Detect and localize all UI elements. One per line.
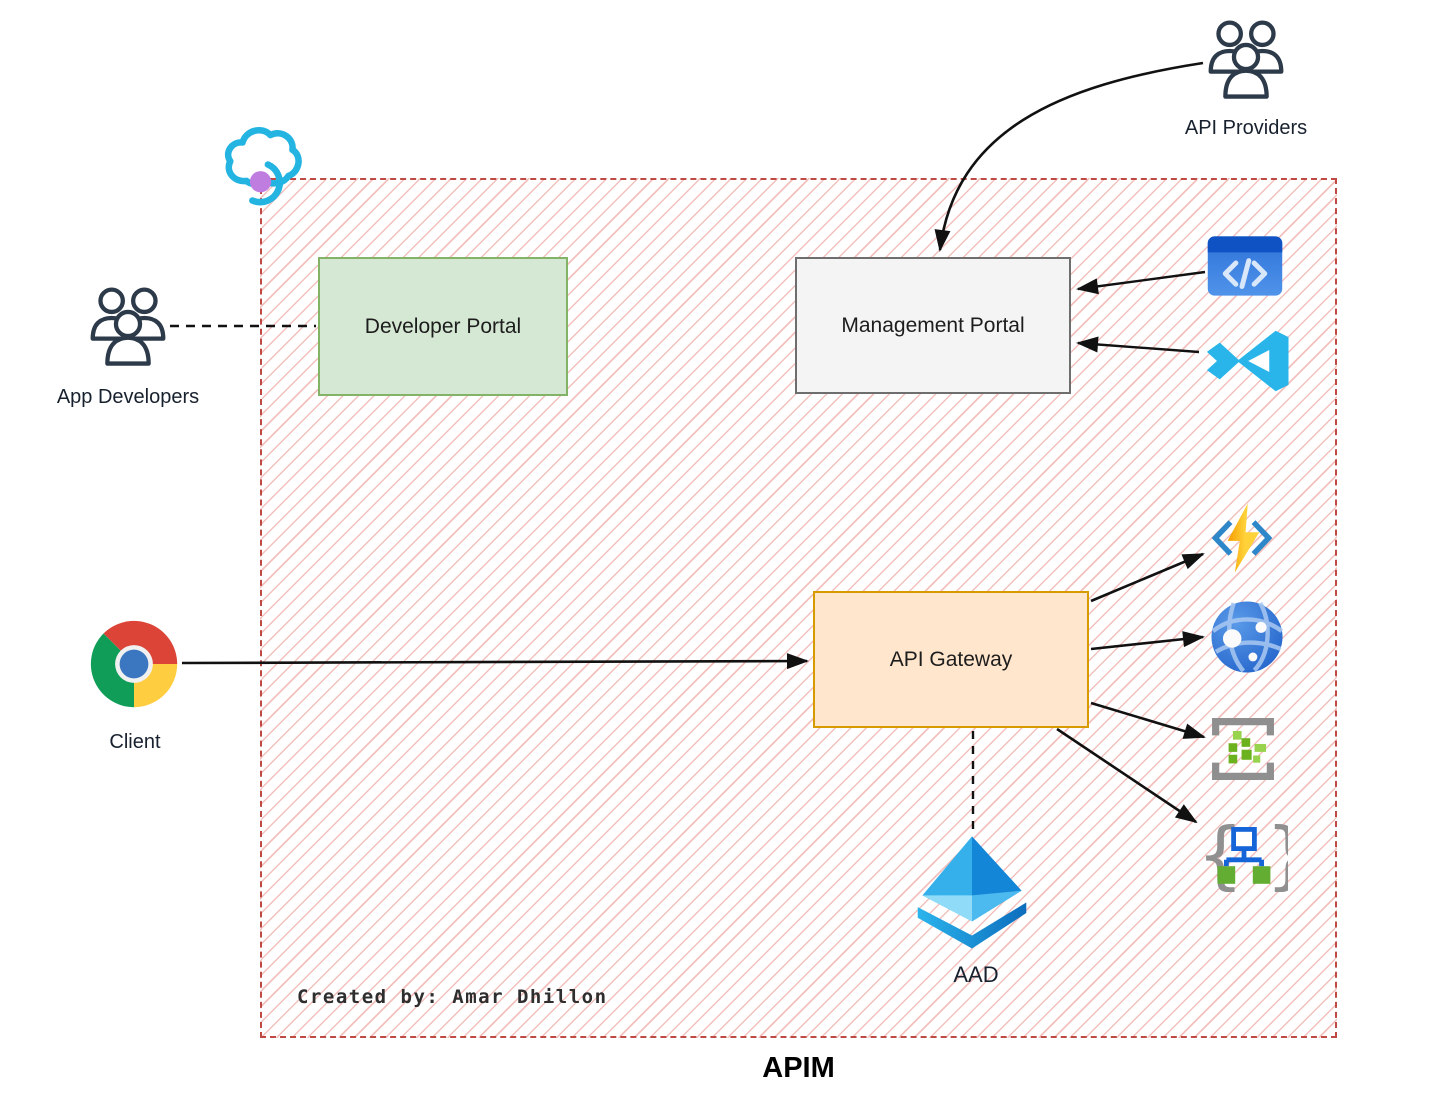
management-portal-node: Management Portal <box>795 257 1071 394</box>
app-developers-people-icon <box>85 281 171 367</box>
credit-text: Created by: Amar Dhillon <box>297 986 608 1008</box>
api-providers-people-icon <box>1203 14 1289 100</box>
azure-ad-pyramid-icon <box>913 834 1031 952</box>
api-providers-label: API Providers <box>1184 117 1308 139</box>
visual-studio-icon <box>1202 328 1298 394</box>
svg-text:}: } <box>1266 818 1288 892</box>
chrome-browser-icon <box>89 619 179 709</box>
logic-apps-icon: { } <box>1200 818 1288 892</box>
developer-portal-label: Developer Portal <box>364 314 522 338</box>
app-service-globe-icon <box>1210 600 1284 674</box>
azure-functions-icon <box>1206 502 1278 574</box>
aad-label: AAD <box>953 962 999 987</box>
api-gateway-node: API Gateway <box>813 591 1089 728</box>
developer-portal-node: Developer Portal <box>318 257 568 396</box>
client-label: Client <box>109 731 161 753</box>
service-fabric-icon <box>1207 716 1279 782</box>
api-gateway-label: API Gateway <box>889 647 1013 671</box>
apim-title: APIM <box>762 1052 835 1084</box>
code-window-icon <box>1207 235 1283 297</box>
management-portal-label: Management Portal <box>841 313 1025 337</box>
azure-cloud-icon <box>222 122 304 212</box>
app-developers-label: App Developers <box>56 386 200 408</box>
